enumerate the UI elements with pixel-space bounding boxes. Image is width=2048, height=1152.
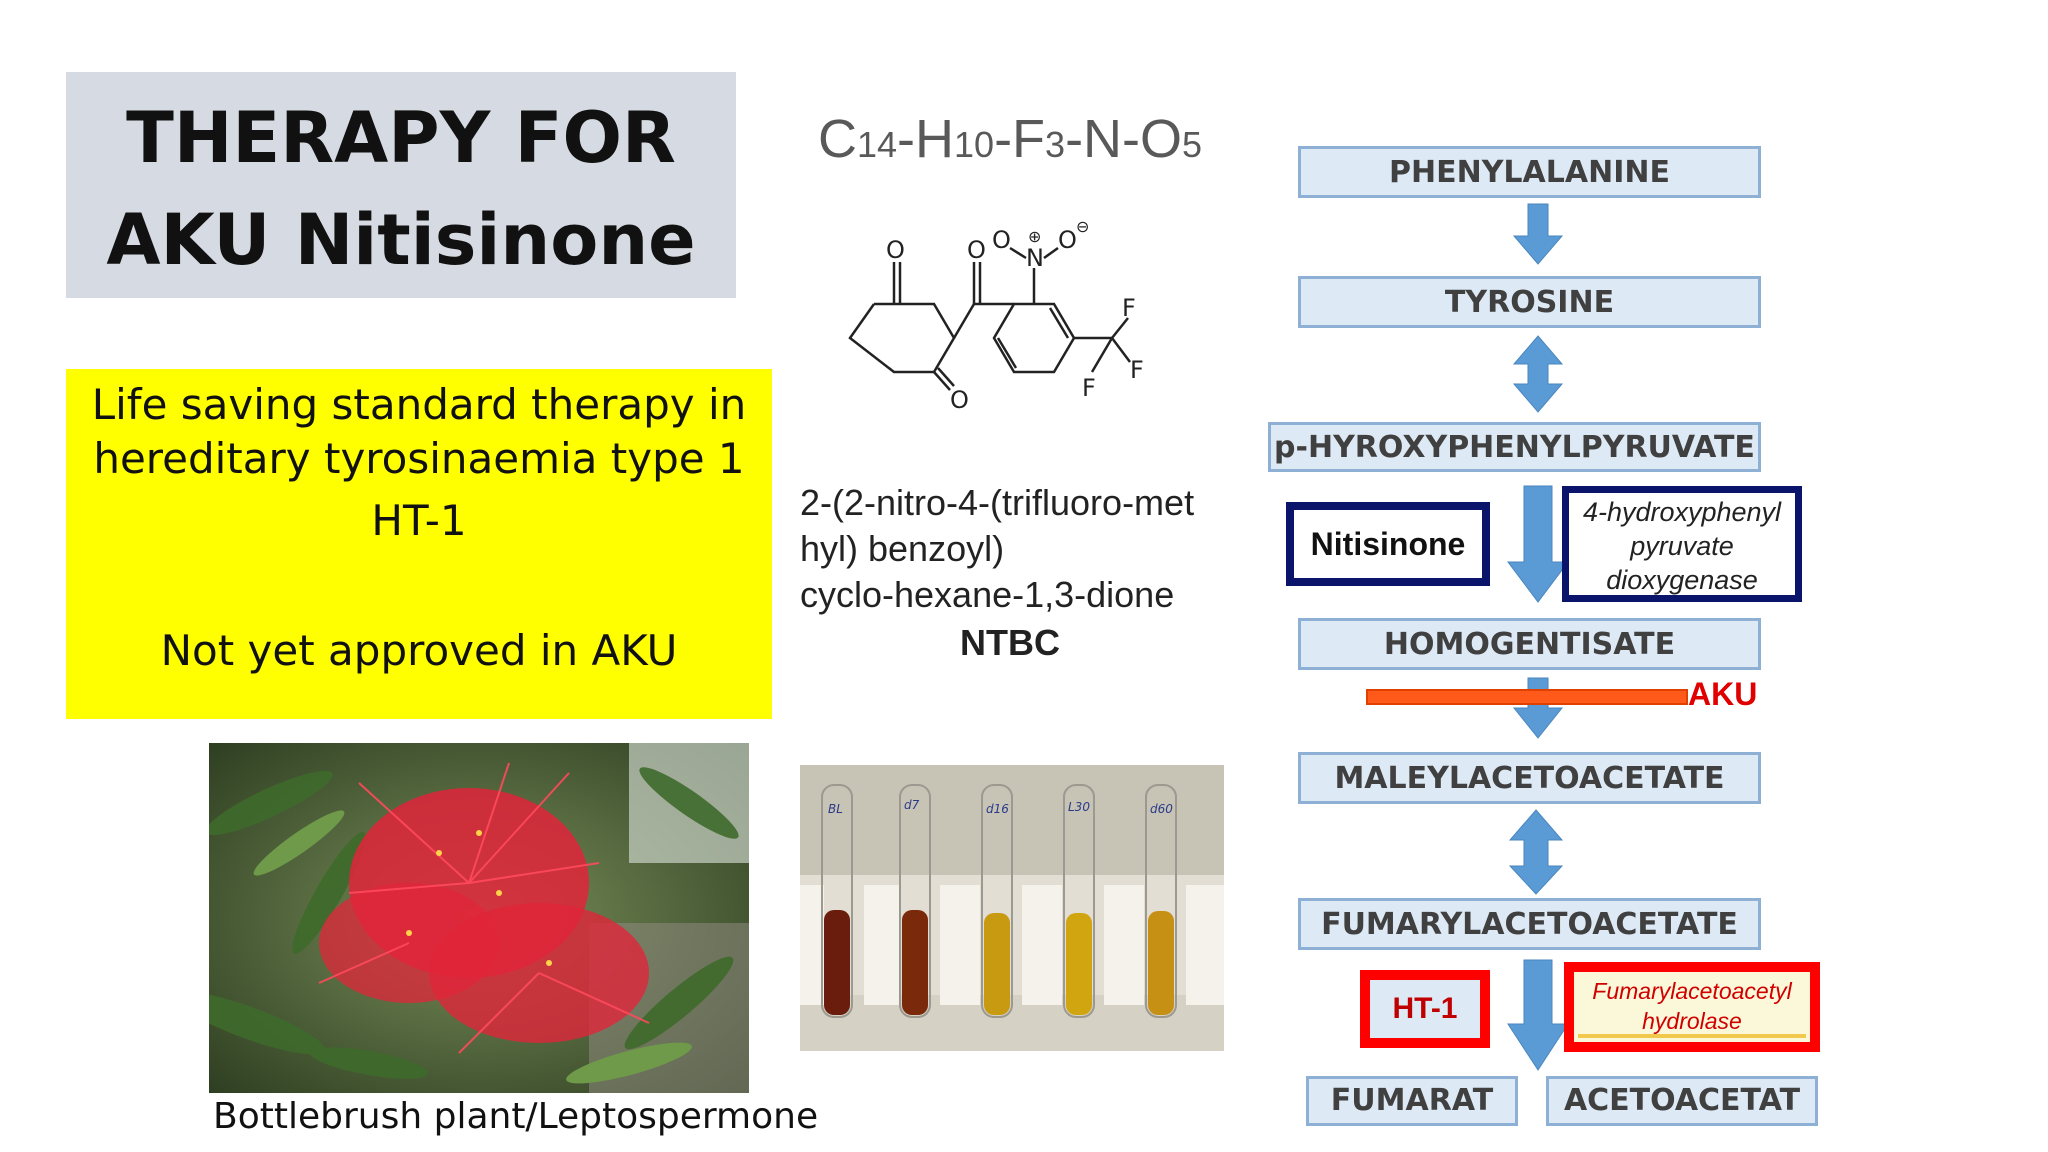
structure-atom: N	[1026, 244, 1044, 272]
info-box: Life saving standard therapy in heredita…	[66, 369, 772, 719]
down-arrow	[1512, 677, 1564, 739]
aku-label: AKU	[1688, 676, 1758, 712]
down-arrow	[1507, 959, 1569, 1071]
structure-atom: O	[1058, 226, 1077, 254]
fah-line-2: hydrolase	[1642, 1008, 1742, 1034]
chemical-name-line-1: 2-(2-nitro-4-(trifluoro-met	[800, 482, 1195, 523]
molecular-formula: C14-H10-F3-N-O5	[818, 108, 1202, 170]
chemical-name-line-2: hyl) benzoyl)	[800, 528, 1005, 569]
down-arrow	[1512, 203, 1564, 265]
phenylalanine-box: PHENYLALANINE	[1298, 146, 1761, 198]
tube-label-1: BL	[828, 802, 843, 816]
tube-label-4: L30	[1068, 800, 1090, 814]
formula-element: -N-O	[1065, 109, 1183, 169]
fumarate-line-2: E	[1309, 1121, 1515, 1123]
structure-atom: O	[886, 236, 905, 264]
tube-label-3: d16	[986, 802, 1009, 816]
formula-count: 5	[1182, 124, 1203, 165]
fumarylacetoacetate-box: FUMARYLACETOACETATE	[1298, 898, 1761, 950]
formula-count: 10	[954, 124, 995, 165]
fumarate-box: FUMARAT E	[1306, 1076, 1518, 1126]
structure-atom: F	[1122, 294, 1136, 322]
charge-minus: ⊖	[1076, 217, 1089, 236]
chemical-name-line-3: cyclo-hexane-1,3-dione	[800, 574, 1175, 615]
hpp-box: p-HYROXYPHENYLPYRUVATE	[1268, 422, 1761, 472]
fah-enzyme-box: Fumarylacetoacetyl hydrolase	[1564, 962, 1820, 1052]
title-line-1: THERAPY FOR	[126, 97, 676, 179]
fah-line-1: Fumarylacetoacetyl	[1592, 978, 1792, 1004]
ntbc-abbreviation: NTBC	[960, 622, 1060, 663]
ht1-disease-box: HT-1	[1360, 970, 1490, 1048]
info-line-1: Life saving standard therapy in	[91, 380, 747, 429]
structure-atom: O	[950, 386, 969, 414]
acetoacetate-line-2: E	[1549, 1121, 1815, 1123]
info-line-not-approved: Not yet approved in AKU	[160, 626, 678, 675]
fumarate-line-1: FUMARAT	[1330, 1083, 1494, 1118]
nitisinone-inhibitor-box: Nitisinone	[1286, 502, 1490, 586]
info-line-2: hereditary tyrosinaemia type 1	[93, 434, 745, 483]
urine-test-tubes-photo: BL d7 d16 L30 d60	[800, 765, 1224, 1051]
double-arrow	[1508, 809, 1564, 895]
formula-count: 14	[857, 124, 898, 165]
double-arrow	[1512, 335, 1564, 413]
pathway-arrows	[1507, 203, 1569, 1071]
down-arrow	[1507, 485, 1569, 603]
formula-element: -F	[994, 109, 1046, 169]
bottlebrush-plant-photo	[209, 743, 749, 1093]
hppd-line-1: 4-hydroxyphenyl	[1582, 497, 1782, 527]
tube-label-2: d7	[904, 798, 920, 812]
formula-count: 3	[1045, 124, 1066, 165]
structure-atom: O	[992, 226, 1011, 254]
info-line-ht1: HT-1	[371, 496, 467, 545]
structure-atom: F	[1082, 374, 1096, 402]
structure-atom: O	[967, 236, 986, 264]
formula-element: C	[818, 109, 857, 169]
maleylacetoacetate-box: MALEYLACETOACETATE	[1298, 752, 1761, 804]
title-box: THERAPY FOR AKU Nitisinone	[66, 72, 736, 298]
charge-plus: ⊕	[1028, 227, 1041, 246]
hppd-line-2: pyruvate	[1630, 531, 1734, 561]
structure-atom: F	[1130, 356, 1144, 384]
tube-label-5: d60	[1150, 802, 1173, 816]
acetoacetate-box: ACETOACETAT E	[1546, 1076, 1818, 1126]
nitisinone-structure: O O O O N O F F F ⊕ ⊖	[848, 217, 1144, 414]
hppd-line-3: dioxygenase	[1606, 565, 1758, 595]
hppd-enzyme-box: 4-hydroxyphenyl pyruvate dioxygenase	[1562, 486, 1802, 602]
chemical-name: 2-(2-nitro-4-(trifluoro-met hyl) benzoyl…	[800, 480, 1194, 618]
title-line-2: AKU Nitisinone	[106, 199, 696, 281]
formula-element: -H	[897, 109, 955, 169]
homogentisate-box: HOMOGENTISATE	[1298, 618, 1761, 670]
photo-caption: Bottlebrush plant/Leptospermone	[213, 1096, 819, 1137]
tyrosine-box: TYROSINE	[1298, 276, 1761, 328]
acetoacetate-line-1: ACETOACETAT	[1563, 1083, 1801, 1118]
aku-block-bar	[1366, 689, 1688, 705]
